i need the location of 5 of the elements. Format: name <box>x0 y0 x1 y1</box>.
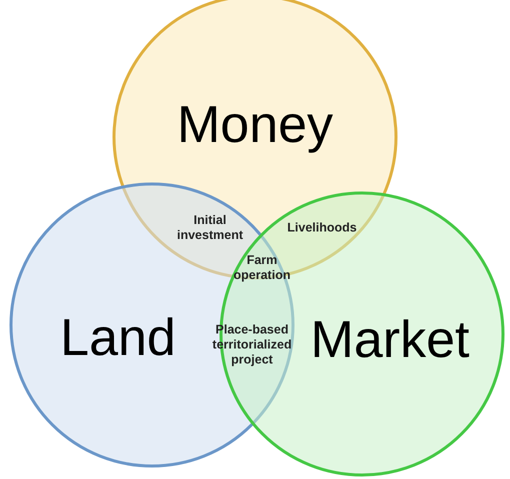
set-label: Money <box>176 95 334 155</box>
overlap-label: Livelihoods <box>286 220 358 236</box>
set-label: Land <box>60 308 176 368</box>
set-label: Market <box>310 310 470 370</box>
overlap-label: Initial investment <box>176 213 244 243</box>
